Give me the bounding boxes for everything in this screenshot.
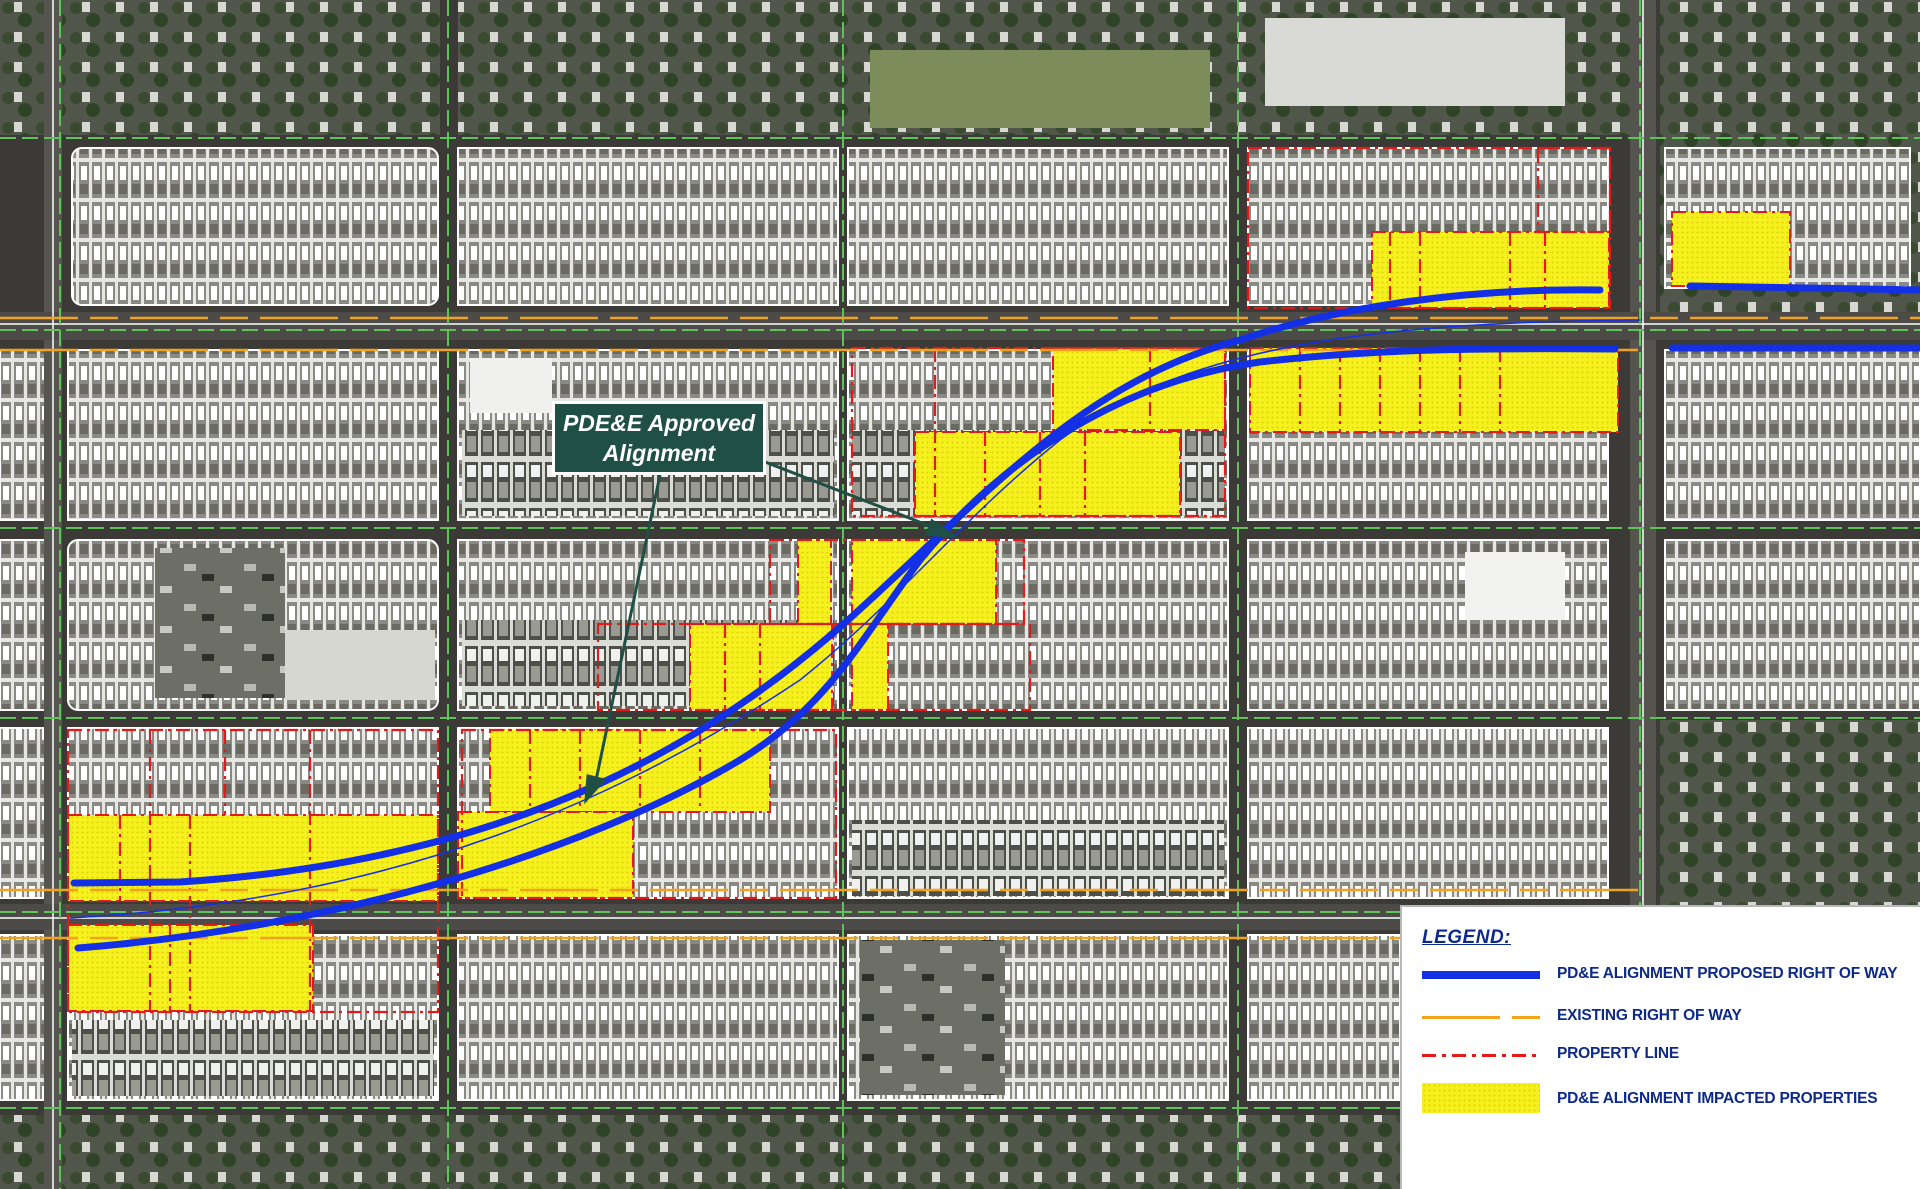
orange-dashed-line-icon: [1422, 1002, 1540, 1032]
red-dash-dot-line-icon: [1422, 1040, 1540, 1070]
legend-title: LEGEND:: [1422, 927, 1511, 948]
legend-item-proposed-row: PD&E ALIGNMENT PROPOSED RIGHT OF WAY: [1422, 960, 1912, 990]
yellow-fill-icon: [1422, 1083, 1540, 1113]
property-lines: [66, 146, 1612, 1014]
legend-item-existing-row: EXISTING RIGHT OF WAY: [1422, 1002, 1912, 1032]
legend-label: PROPERTY LINE: [1557, 1045, 1679, 1062]
callout-line-2: Alignment: [602, 440, 716, 466]
callout-line-1: PDE&E Approved: [562, 410, 756, 436]
legend-item-property-line: PROPERTY LINE: [1422, 1040, 1912, 1070]
map-legend: LEGEND: PD&E ALIGNMENT PROPOSED RIGHT OF…: [1400, 905, 1920, 1189]
blue-line-icon: [1422, 960, 1540, 990]
legend-label: PD&E ALIGNMENT IMPACTED PROPERTIES: [1557, 1090, 1878, 1107]
alignment-proposed-row: [69, 282, 1920, 952]
legend-label: PD&E ALIGNMENT PROPOSED RIGHT OF WAY: [1557, 965, 1898, 982]
alignment-callout: PDE&E Approved Alignment: [552, 401, 766, 475]
callout-arrows: [584, 456, 956, 805]
legend-item-impacted: PD&E ALIGNMENT IMPACTED PROPERTIES: [1422, 1083, 1912, 1115]
legend-label: EXISTING RIGHT OF WAY: [1557, 1007, 1742, 1024]
